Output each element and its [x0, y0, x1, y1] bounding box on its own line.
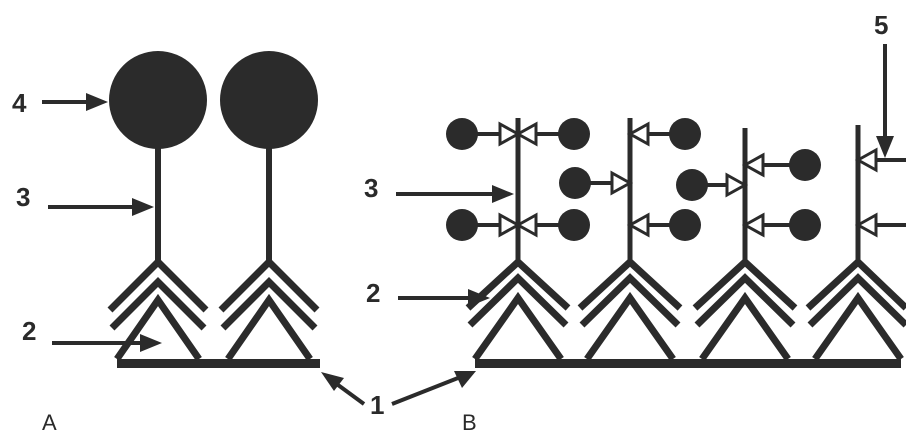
panel-label-a: A [42, 410, 57, 435]
label-5: 5 [874, 10, 888, 40]
panel-a-antibody-1 [107, 51, 209, 361]
label-sphere [109, 51, 207, 149]
capture-antibody-triangle [114, 293, 202, 361]
secondary-antibody-left-middle [559, 167, 634, 199]
callout-2-panel-a: 2 [22, 316, 162, 352]
callout-3-panel-a: 3 [16, 182, 154, 216]
secondary-antibody-right-upper [514, 118, 590, 150]
label-3-a: 3 [16, 182, 30, 212]
capture-antibody-triangle [584, 291, 676, 362]
capture-antibody-arms [109, 277, 207, 331]
panel-b-antibody-2 [559, 118, 701, 362]
callout-3-panel-b: 3 [364, 173, 514, 203]
panel-a [107, 51, 320, 368]
panel-a-solid-support [117, 359, 320, 368]
label-sphere [220, 51, 318, 149]
callout-1: 1 [321, 371, 476, 420]
capture-antibody-arms [579, 273, 681, 328]
panel-label-b: B [462, 410, 477, 435]
label-4: 4 [12, 88, 27, 118]
panel-a-antibody-2 [218, 51, 320, 361]
capture-antibody-triangle [225, 293, 313, 361]
panel-b-solid-support [475, 359, 901, 368]
label-2-a: 2 [22, 316, 36, 346]
capture-antibody-triangle [699, 291, 791, 362]
label-3-b: 3 [364, 173, 378, 203]
callout-5: 5 [874, 10, 894, 158]
capture-antibody-arms [467, 273, 569, 328]
panel-b [446, 118, 906, 368]
secondary-antibody-right-upper [741, 149, 821, 181]
secondary-antibody-left-middle [676, 169, 749, 201]
secondary-antibody-left-lower [446, 209, 522, 241]
capture-antibody-triangle [812, 291, 904, 362]
capture-antibody-arms [694, 273, 796, 328]
unlabeled-secondary-antibody-lower [854, 212, 906, 238]
unlabeled-secondary-antibody-upper [854, 147, 906, 173]
panel-b-antibody-1 [446, 118, 590, 362]
callout-2-panel-b: 2 [366, 278, 490, 308]
panel-b-antibody-4 [805, 125, 906, 362]
secondary-antibody-left-upper [446, 118, 522, 150]
secondary-antibody-right-lower [626, 209, 701, 241]
label-1: 1 [370, 390, 384, 420]
secondary-antibody-right-lower [741, 209, 821, 241]
panel-b-antibody-3 [676, 128, 821, 362]
label-2-b: 2 [366, 278, 380, 308]
secondary-antibody-right-upper [626, 118, 701, 150]
capture-antibody-arms [807, 273, 906, 328]
capture-antibody-triangle [472, 291, 564, 362]
callout-4: 4 [12, 88, 108, 118]
capture-antibody-arms [220, 277, 318, 331]
secondary-antibody-right-lower [514, 209, 590, 241]
